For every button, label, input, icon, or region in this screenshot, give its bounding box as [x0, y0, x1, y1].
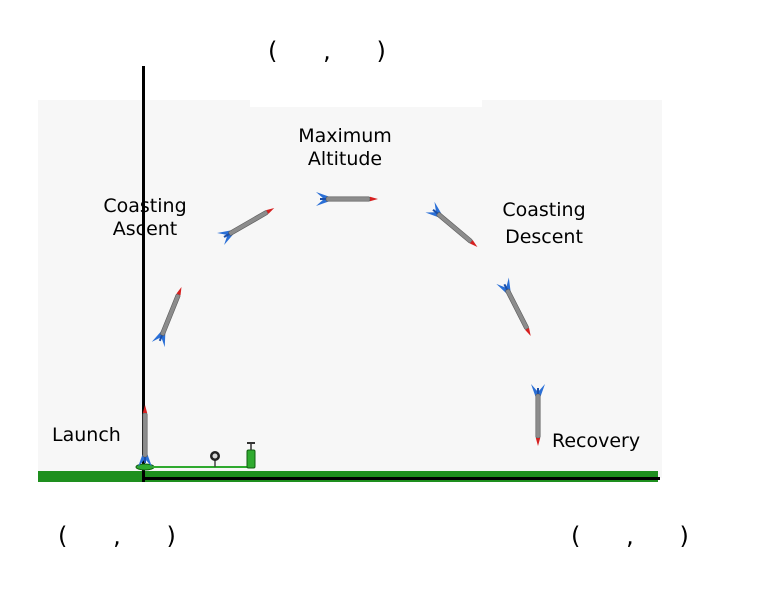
maximum-altitude-label: Maximum Altitude	[298, 125, 392, 170]
launcher-pump-icon	[246, 442, 256, 469]
coasting-ascent-label: Coasting Ascent	[103, 195, 187, 240]
sky-notch	[250, 100, 482, 107]
launch-label: Launch	[52, 424, 121, 446]
pressure-gauge-icon	[210, 451, 220, 461]
coordinate-placeholder-bottom-right: ( , )	[571, 522, 689, 550]
coordinate-placeholder-bottom-left: ( , )	[58, 522, 176, 550]
coordinate-placeholder-top: ( , )	[268, 37, 386, 65]
coasting-descent-label: Coasting Descent	[502, 199, 586, 248]
recovery-label: Recovery	[552, 430, 641, 452]
ground	[38, 471, 658, 482]
